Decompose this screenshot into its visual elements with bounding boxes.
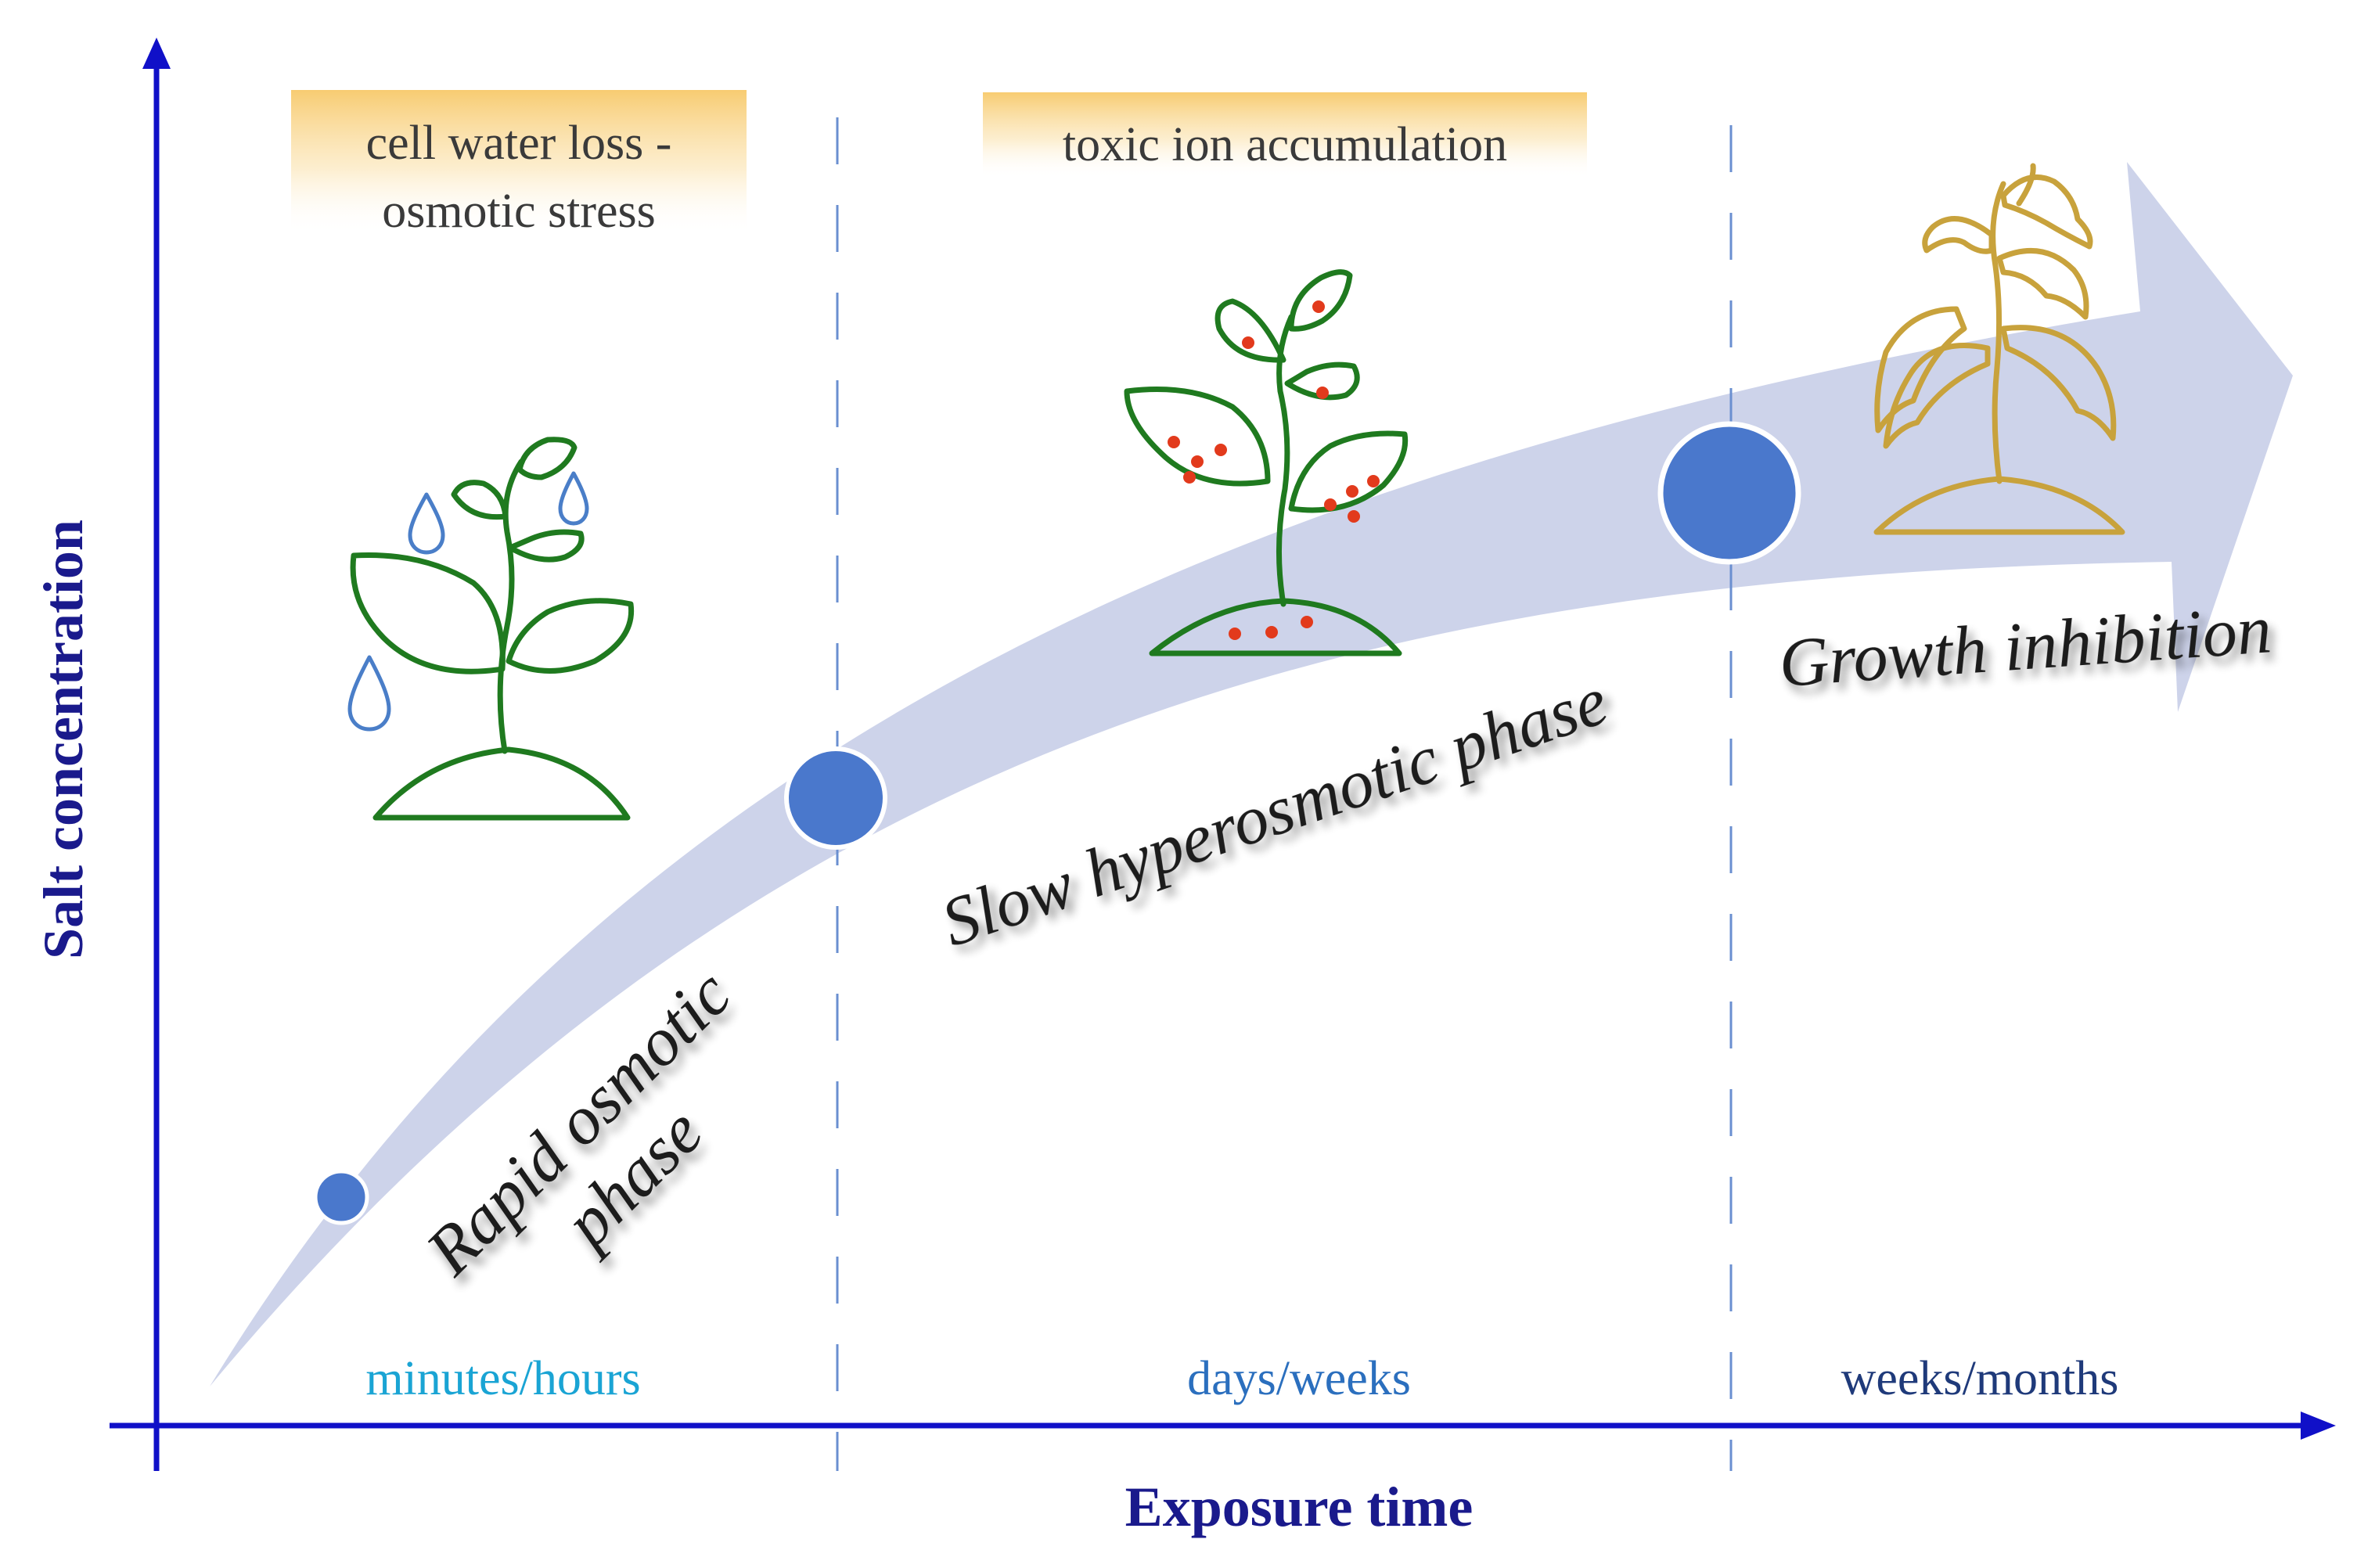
wilted-plant-icon: [1873, 163, 2125, 535]
x-axis: [110, 1412, 2336, 1440]
growth-inhibition-label: Growth inhibition: [1776, 592, 2273, 702]
milestone-marker-middle: [784, 746, 887, 850]
toxic-ion-callout: toxic ion accumulation: [983, 92, 1587, 178]
y-axis: [142, 38, 171, 1471]
plant-with-toxic-ions-icon: [1124, 269, 1409, 656]
osmotic-callout-line2: osmotic stress: [382, 185, 656, 238]
milestone-marker-late: [1657, 421, 1801, 565]
osmotic-stress-callout: cell water loss - osmotic stress: [291, 90, 747, 238]
osmotic-callout-line1: cell water loss -: [366, 117, 672, 170]
time-label-minutes-hours: minutes/hours: [365, 1352, 640, 1405]
time-label-days-weeks: days/weeks: [1187, 1352, 1411, 1405]
time-label-weeks-months: weeks/months: [1841, 1352, 2119, 1405]
milestone-marker-start: [313, 1169, 369, 1225]
plant-with-water-drops-icon: [347, 437, 635, 821]
toxic-callout-text: toxic ion accumulation: [1063, 118, 1507, 171]
x-axis-label: Exposure time: [1125, 1476, 1474, 1538]
y-axis-label: Salt concentration: [32, 520, 95, 959]
